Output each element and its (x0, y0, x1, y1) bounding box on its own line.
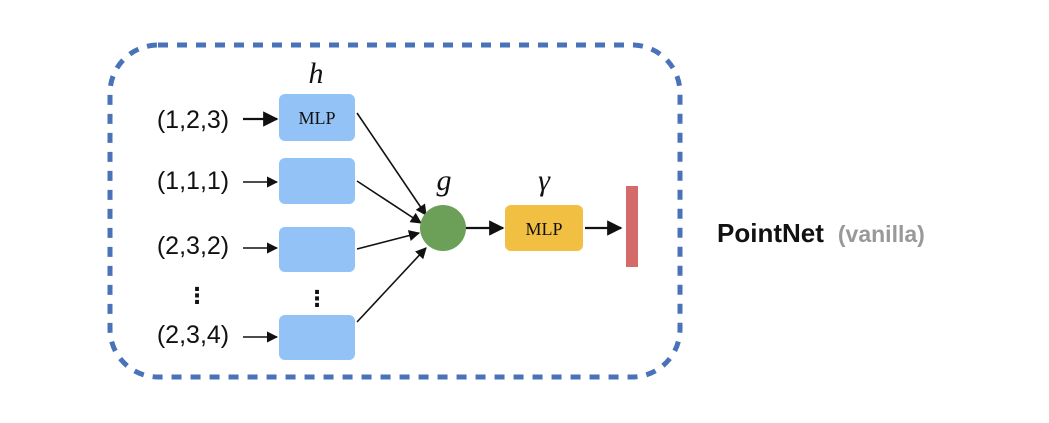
gamma-label: γ (538, 164, 551, 197)
mlp-h-box-3 (279, 227, 355, 272)
mlp-h-label: MLP (298, 108, 335, 128)
arrow-h-to-g-1 (356, 112, 427, 216)
arrow-h-to-g-4 (356, 247, 427, 323)
title: PointNet (vanilla) (717, 218, 925, 248)
mlp-h-box-2 (279, 158, 355, 204)
arrow-h-to-g-3 (356, 230, 421, 250)
input-label-1: (1,2,3) (157, 106, 229, 134)
h-label: h (309, 57, 324, 90)
output-feature-bar (626, 186, 638, 267)
mlp-gamma-box (505, 205, 583, 251)
input-label-4: (2,3,4) (157, 321, 229, 349)
mlp-h-box-4 (279, 315, 355, 360)
title-main: PointNet (717, 218, 824, 248)
input-label-3: (2,3,2) (157, 232, 229, 260)
mlp-ellipsis: ⋮ (306, 286, 328, 311)
g-aggregation-node (420, 205, 466, 251)
mlp-h-box-1 (279, 94, 355, 141)
mlp-gamma-label: MLP (525, 219, 562, 239)
arrow-h-to-g-2 (356, 180, 422, 224)
input-label-2: (1,1,1) (157, 167, 229, 195)
dashed-frame (107, 42, 683, 380)
g-label: g (437, 164, 452, 197)
input-ellipsis: ⋮ (186, 283, 208, 308)
title-sub: (vanilla) (838, 221, 925, 247)
